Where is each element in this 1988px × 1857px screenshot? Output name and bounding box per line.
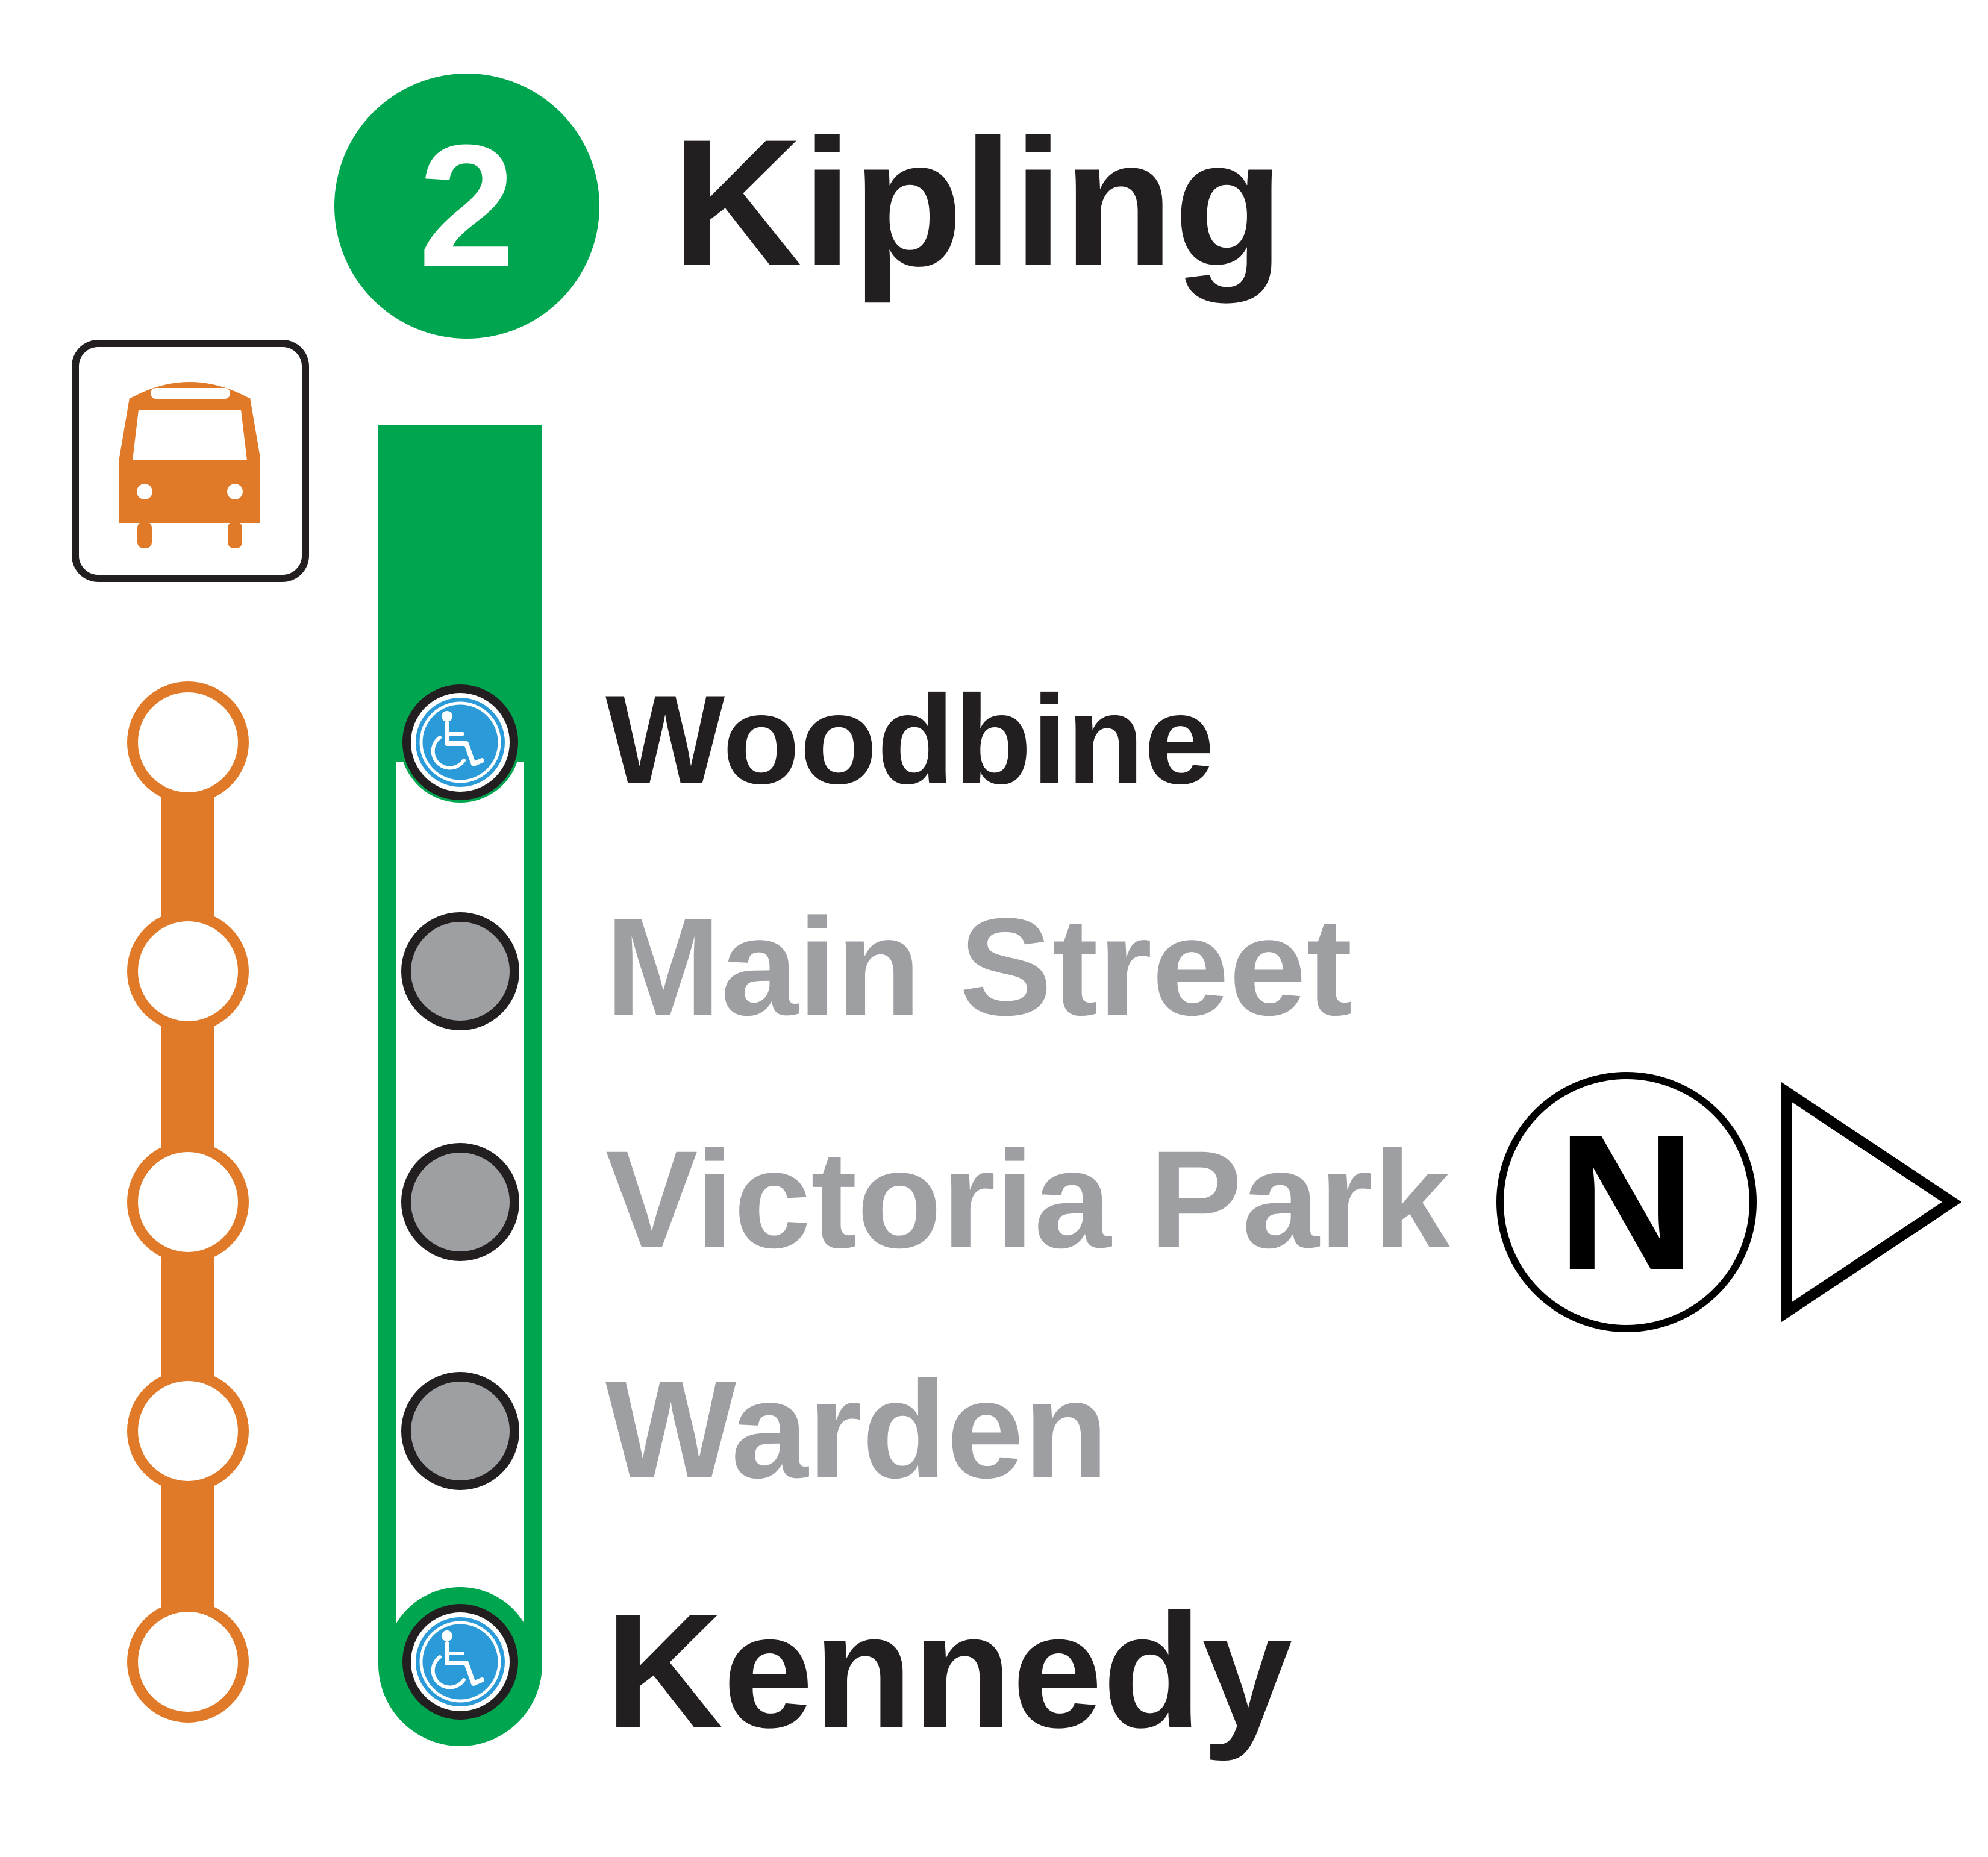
north-label: N (1557, 1094, 1696, 1310)
bus-stop-victoria-park (127, 1141, 249, 1263)
bus-stop-woodbine (127, 681, 249, 803)
station-dot-victoria-park (401, 1143, 519, 1261)
bus-route (127, 681, 249, 1723)
station-label-kennedy: Kennedy (605, 1580, 1293, 1762)
wheelchair-icon (416, 698, 505, 787)
station-label-main-street: Main Street (605, 889, 1352, 1044)
bus-stop-main-street (127, 910, 249, 1032)
terminus-label: Kipling (672, 101, 1284, 305)
station-dot-warden (401, 1372, 519, 1490)
north-arrow-icon: N (1496, 1072, 1962, 1332)
bus-icon (72, 340, 309, 582)
station-label-woodbine: Woodbine (605, 669, 1214, 810)
station-dot-kennedy (402, 1604, 518, 1720)
line-number-bullet (334, 74, 599, 339)
station-dot-woodbine (402, 684, 518, 800)
north-circle (1496, 1072, 1757, 1332)
line-number: 2 (418, 108, 515, 304)
station-label-victoria-park: Victoria Park (605, 1122, 1451, 1277)
bus-stop-kennedy (127, 1601, 249, 1723)
wheelchair-icon (416, 1617, 505, 1706)
direction-triangle (1781, 1082, 1962, 1323)
bus-stop-warden (127, 1370, 249, 1492)
subway-line (378, 425, 542, 1746)
station-label-warden: Warden (605, 1352, 1108, 1507)
line-header: 2 Kipling (334, 74, 1284, 339)
station-dot-main-street (401, 912, 519, 1030)
